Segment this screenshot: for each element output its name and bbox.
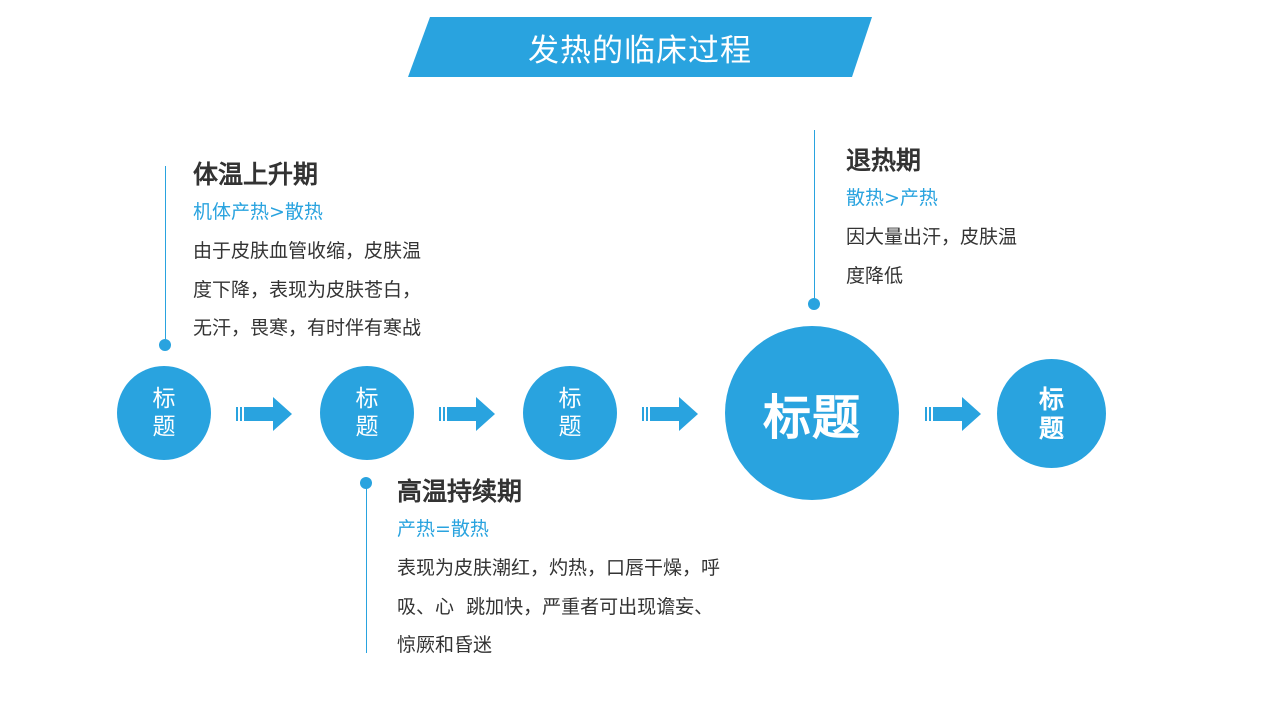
rising-connector-line [165, 166, 166, 346]
process-node-2: 标题 [320, 366, 414, 460]
falling-connector-line [814, 130, 815, 300]
plateau-stage-title: 高温持续期 [397, 477, 523, 506]
title-banner: 发热的临床过程 [408, 17, 872, 77]
page-title: 发热的临床过程 [528, 32, 752, 69]
process-node-1: 标题 [117, 366, 211, 460]
arrow-right-icon [642, 397, 698, 431]
falling-connector-dot [808, 298, 820, 310]
process-node-2-label: 标题 [355, 386, 379, 440]
arrow-right-icon [439, 397, 495, 431]
arrow-right-icon [925, 397, 981, 431]
arrow-right-icon [236, 397, 292, 431]
falling-stage-block: 退热期 散热>产热 因大量出汗，皮肤温 度降低 [846, 146, 1017, 295]
banner-shape [408, 17, 872, 77]
process-node-5: 标题 [997, 359, 1106, 468]
falling-stage-title: 退热期 [846, 146, 922, 175]
process-node-4-label: 标题 [762, 390, 861, 446]
rising-stage-block: 体温上升期 机体产热>散热 由于皮肤血管收缩，皮肤温 度下降，表现为皮肤苍白， … [193, 160, 421, 348]
process-node-4: 标题 [725, 326, 899, 500]
plateau-stage-block: 高温持续期 产热=散热 表现为皮肤潮红，灼热，口唇干燥，呼 吸、心 跳加快，严重… [397, 477, 720, 665]
rising-stage-text: 由于皮肤血管收缩，皮肤温 度下降，表现为皮肤苍白， 无汗，畏寒，有时伴有寒战 [193, 240, 422, 339]
process-node-5-label: 标题 [1038, 384, 1064, 443]
process-node-1-label: 标题 [152, 386, 176, 440]
falling-stage-text: 因大量出汗，皮肤温 度降低 [846, 226, 1018, 287]
rising-stage-title: 体温上升期 [193, 160, 319, 189]
plateau-stage-subtitle: 产热=散热 [397, 518, 489, 540]
process-node-3-label: 标题 [558, 386, 582, 440]
falling-stage-subtitle: 散热>产热 [846, 187, 938, 209]
rising-stage-subtitle: 机体产热>散热 [193, 201, 323, 223]
plateau-stage-text: 表现为皮肤潮红，灼热，口唇干燥，呼 吸、心 跳加快，严重者可出现谵妄、 惊厥和昏… [397, 557, 721, 656]
plateau-connector-line [366, 483, 367, 653]
process-node-3: 标题 [523, 366, 617, 460]
rising-connector-dot [159, 339, 171, 351]
